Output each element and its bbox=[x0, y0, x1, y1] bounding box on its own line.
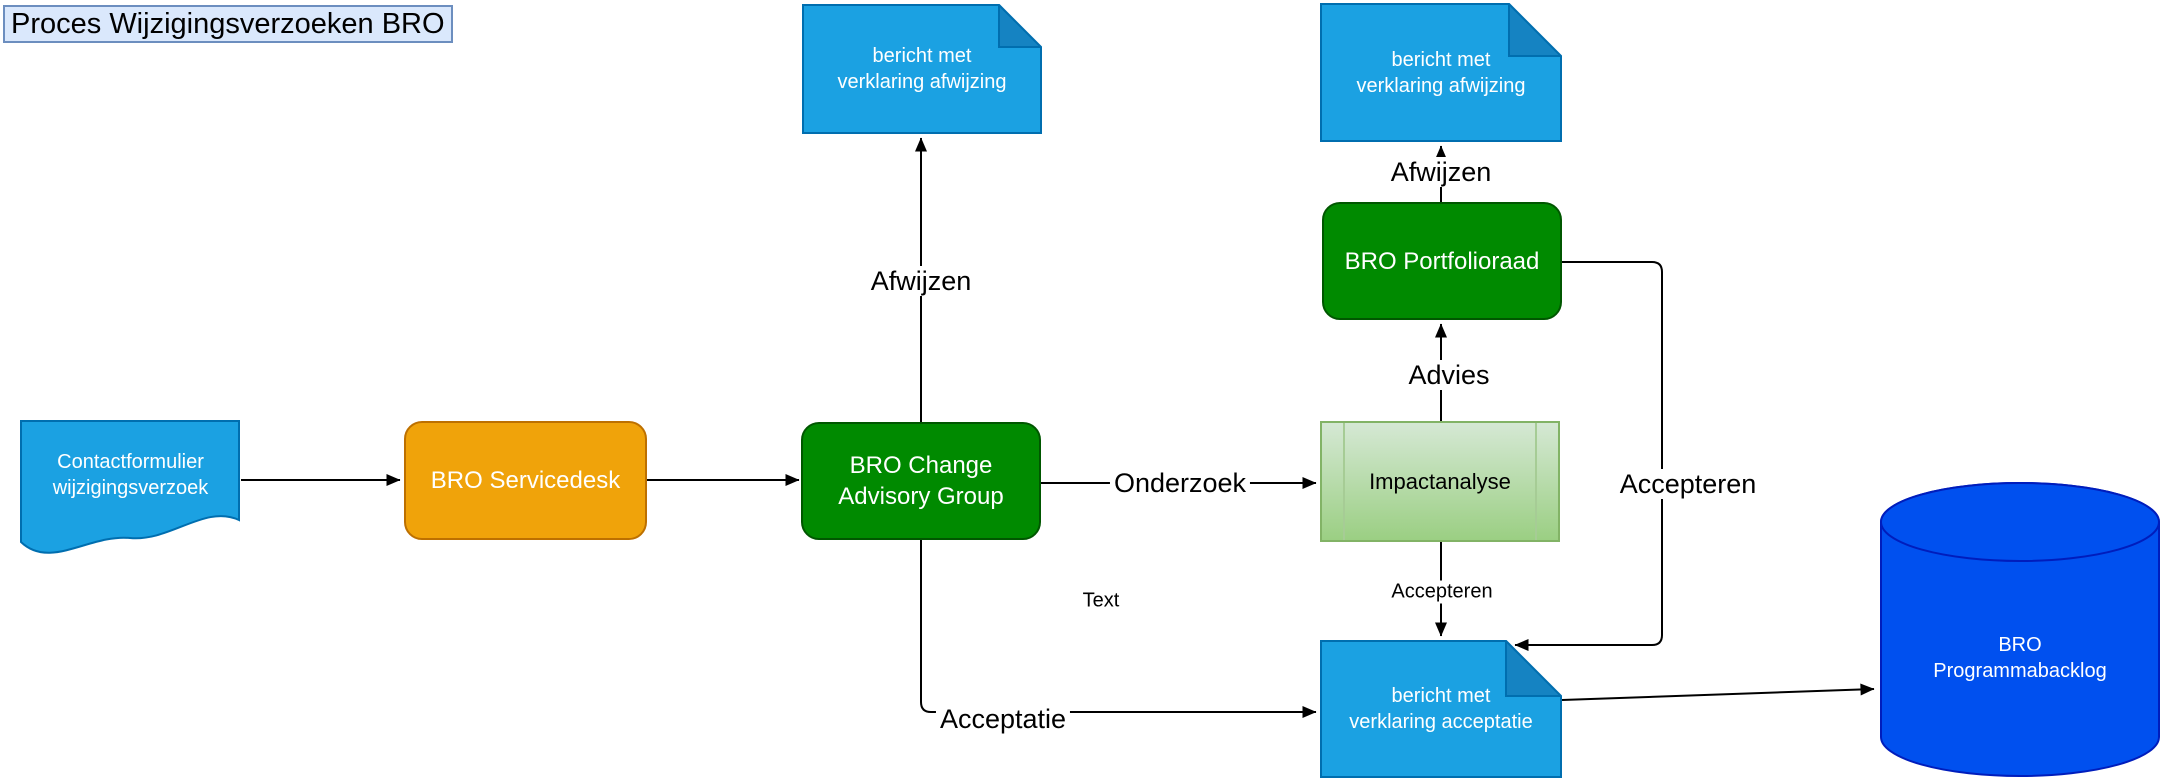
node-label: BRO Portfolioraad bbox=[1344, 247, 1540, 275]
edge-label-acceptatie[interactable]: Acceptatie bbox=[935, 704, 1071, 734]
note-shape bbox=[1320, 640, 1562, 778]
document-shape bbox=[20, 420, 240, 554]
diagram-title: Proces Wijzigingsverzoeken BRO bbox=[3, 5, 453, 43]
node-label: bericht met verklaring afwijzing bbox=[837, 45, 1007, 93]
node-label-line2: Advisory Group bbox=[838, 483, 1004, 510]
node-label: Contactformulier wijzigingsverzoek bbox=[52, 450, 209, 499]
note-shape bbox=[1320, 3, 1562, 142]
node-bro-change-advisory-group[interactable]: BRO Change Advisory Group bbox=[801, 422, 1041, 540]
diagram-title-text: Proces Wijzigingsverzoeken BRO bbox=[11, 7, 445, 40]
node-note-verklaring-acceptatie[interactable]: bericht met verklaring acceptatie bbox=[1320, 640, 1562, 778]
edge-portfolio-accepteren[interactable] bbox=[1514, 261, 1663, 651]
edge-label-accepteren-portfolio[interactable]: Accepteren bbox=[1615, 469, 1761, 499]
edge-label-afwijzen-portfolio[interactable]: Afwijzen bbox=[1386, 157, 1496, 187]
node-label-line1: BRO Change bbox=[849, 452, 993, 479]
note-shape bbox=[802, 4, 1042, 134]
process-bar-right bbox=[1535, 423, 1537, 540]
node-label: BRO Programmabacklog bbox=[1933, 633, 2107, 682]
edge-label-afwijzen-cag[interactable]: Afwijzen bbox=[866, 266, 976, 296]
process-bar-left bbox=[1343, 423, 1345, 540]
node-impactanalyse[interactable]: Impactanalyse bbox=[1320, 421, 1560, 542]
edge-cag-acceptatie[interactable] bbox=[920, 540, 1317, 718]
node-note-verklaring-afwijzing-rechts[interactable]: bericht met verklaring afwijzing bbox=[1320, 3, 1562, 142]
edge-label-advies[interactable]: Advies bbox=[1404, 360, 1494, 390]
node-bro-programmabacklog[interactable]: BRO Programmabacklog bbox=[1880, 482, 2160, 777]
edge-label-onderzoek[interactable]: Onderzoek bbox=[1109, 468, 1251, 498]
node-bro-portfolioraad[interactable]: BRO Portfolioraad bbox=[1322, 202, 1562, 320]
edge-note-to-backlog[interactable] bbox=[1561, 683, 1875, 701]
node-note-verklaring-afwijzing-links[interactable]: bericht met verklaring afwijzing bbox=[802, 4, 1042, 134]
node-label: BRO Servicedesk bbox=[430, 467, 621, 494]
edge-label-accepteren-impact[interactable]: Accepteren bbox=[1387, 580, 1497, 604]
node-contactformulier-document[interactable]: Contactformulier wijzigingsverzoek bbox=[20, 420, 241, 557]
node-label: bericht met verklaring afwijzing bbox=[1356, 48, 1526, 97]
node-label: Impactanalyse bbox=[1369, 468, 1511, 494]
database-cylinder-shape bbox=[1880, 482, 2160, 777]
text-placeholder-label[interactable]: Text bbox=[1078, 589, 1124, 613]
node-bro-servicedesk[interactable]: BRO Servicedesk bbox=[404, 421, 647, 540]
node-label: bericht met verklaring acceptatie bbox=[1349, 685, 1533, 733]
